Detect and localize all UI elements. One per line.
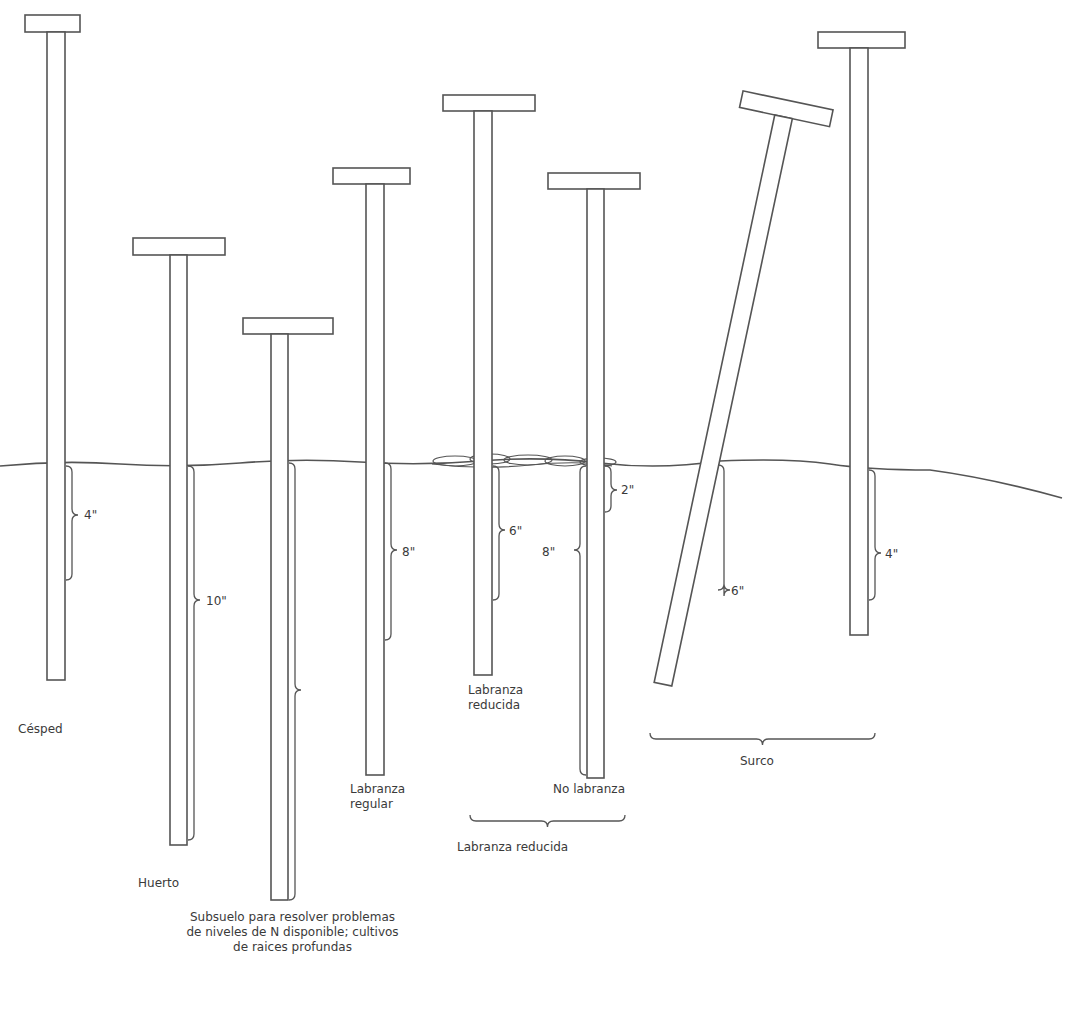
tillage-label: Labranza regular xyxy=(350,782,422,812)
soil-probes xyxy=(25,15,905,900)
group-label: Labranza reducida xyxy=(457,840,568,855)
depth-bracket xyxy=(605,466,617,512)
depth-label: 2" xyxy=(621,483,634,498)
depth-bracket xyxy=(869,470,881,600)
tillage-label: Labranza reducida xyxy=(468,683,546,713)
ground-line xyxy=(0,459,1062,498)
crop-label: Huerto xyxy=(138,876,179,891)
depth-bracket xyxy=(289,463,301,900)
depth-label: 8" xyxy=(542,545,555,560)
depth-bracket xyxy=(718,465,730,596)
group-bracket xyxy=(470,815,625,827)
depth-brackets xyxy=(66,463,881,900)
crop-label: Césped xyxy=(18,722,63,737)
depth-label: 4" xyxy=(885,547,898,562)
depth-label: 8" xyxy=(402,545,415,560)
depth-label: 4" xyxy=(84,508,97,523)
group-bracket xyxy=(650,733,875,745)
depth-bracket xyxy=(385,463,397,640)
crop-label: Subsuelo para resolver problemas de nive… xyxy=(185,910,400,955)
depth-label: 6" xyxy=(731,584,744,599)
group-label: Surco xyxy=(740,754,774,769)
depth-label: 10" xyxy=(206,594,227,609)
depth-bracket xyxy=(493,466,505,600)
depth-bracket xyxy=(66,466,78,580)
depth-bracket xyxy=(574,466,586,775)
depth-bracket xyxy=(188,466,200,840)
depth-label: 6" xyxy=(509,524,522,539)
tillage-label: No labranza xyxy=(553,782,625,797)
